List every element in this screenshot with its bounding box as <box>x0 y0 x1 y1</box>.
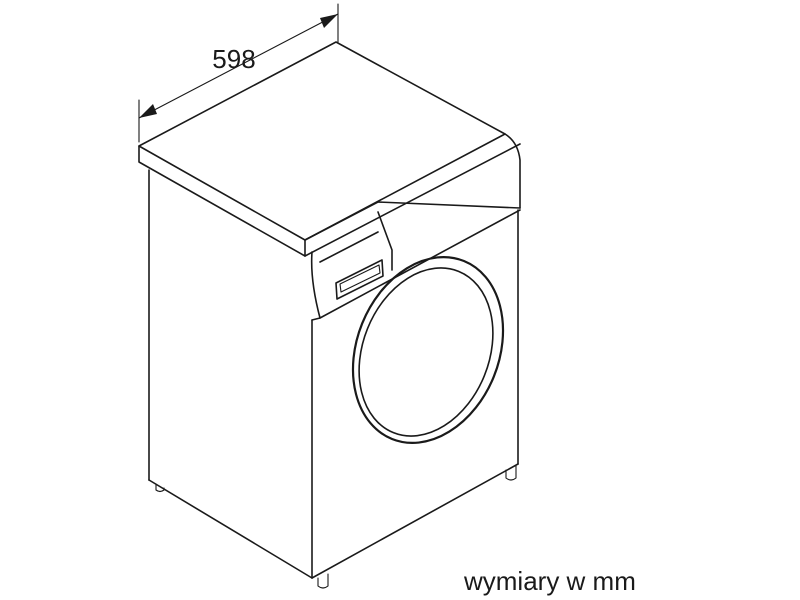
display-window <box>335 259 384 300</box>
width-dimension-label: 598 <box>212 44 256 74</box>
top-edge-front-left <box>138 145 306 257</box>
dimension-arrow-left <box>139 104 157 118</box>
control-panel-line-upper <box>319 231 379 263</box>
feet <box>155 465 517 589</box>
door <box>351 256 505 444</box>
cabinet-bottom-front <box>311 463 519 579</box>
door-outer-ring <box>351 256 505 444</box>
foot-front-left <box>317 573 329 589</box>
units-note: wymiary w mm <box>464 566 636 596</box>
control-panel <box>304 201 521 319</box>
cabinet-bottom-left <box>148 479 313 579</box>
cabinet-panel-joint <box>311 317 321 321</box>
foot-front-right <box>505 465 517 481</box>
foot-back-left <box>155 483 165 493</box>
display-inner <box>339 264 381 293</box>
control-panel-divider <box>377 211 393 271</box>
control-panel-top-line <box>304 201 521 241</box>
top-edge-right-curve <box>504 133 521 209</box>
dimension-line <box>138 13 339 119</box>
width-dimension-line <box>138 3 339 143</box>
top-panel <box>138 41 521 257</box>
top-surface <box>138 41 506 241</box>
dimension-arrow-right <box>320 14 338 28</box>
top-edge-back <box>304 143 521 257</box>
cabinet-body <box>148 169 519 579</box>
door-inner-ring <box>358 267 494 437</box>
